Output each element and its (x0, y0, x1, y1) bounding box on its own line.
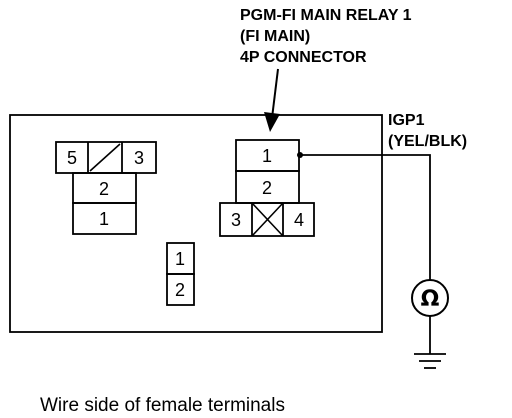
center-pin-2-label: 2 (175, 280, 185, 300)
connector-housing (9, 114, 383, 333)
left-connector (55, 141, 157, 235)
diagram-caption: Wire side of female terminals (40, 395, 285, 416)
relay-pin-2-label: 2 (262, 178, 272, 198)
relay-pin-1-label: 1 (262, 146, 272, 166)
ground-icon (414, 316, 446, 369)
left-pin-2-label: 2 (99, 179, 109, 199)
relay-pin-3-label: 3 (231, 210, 241, 230)
relay-pin-4-label: 4 (294, 210, 304, 230)
relay-label-line2: (FI MAIN) (240, 28, 310, 45)
center-pin-1-label: 1 (175, 249, 185, 269)
leader-arrow (264, 68, 280, 132)
ohm-symbol: Ω (421, 287, 440, 312)
relay-label-line1: PGM-FI MAIN RELAY 1 (240, 7, 412, 24)
left-pin-5-label: 5 (67, 148, 77, 168)
left-pin-3-label: 3 (134, 148, 144, 168)
wire-label-color-code: IGP1 (388, 112, 425, 129)
relay-label-line3: 4P CONNECTOR (240, 49, 367, 66)
wire-label-color: (YEL/BLK) (388, 133, 467, 150)
left-pin-1-label: 1 (99, 209, 109, 229)
center-connector (166, 242, 195, 306)
test-wire (297, 152, 431, 280)
